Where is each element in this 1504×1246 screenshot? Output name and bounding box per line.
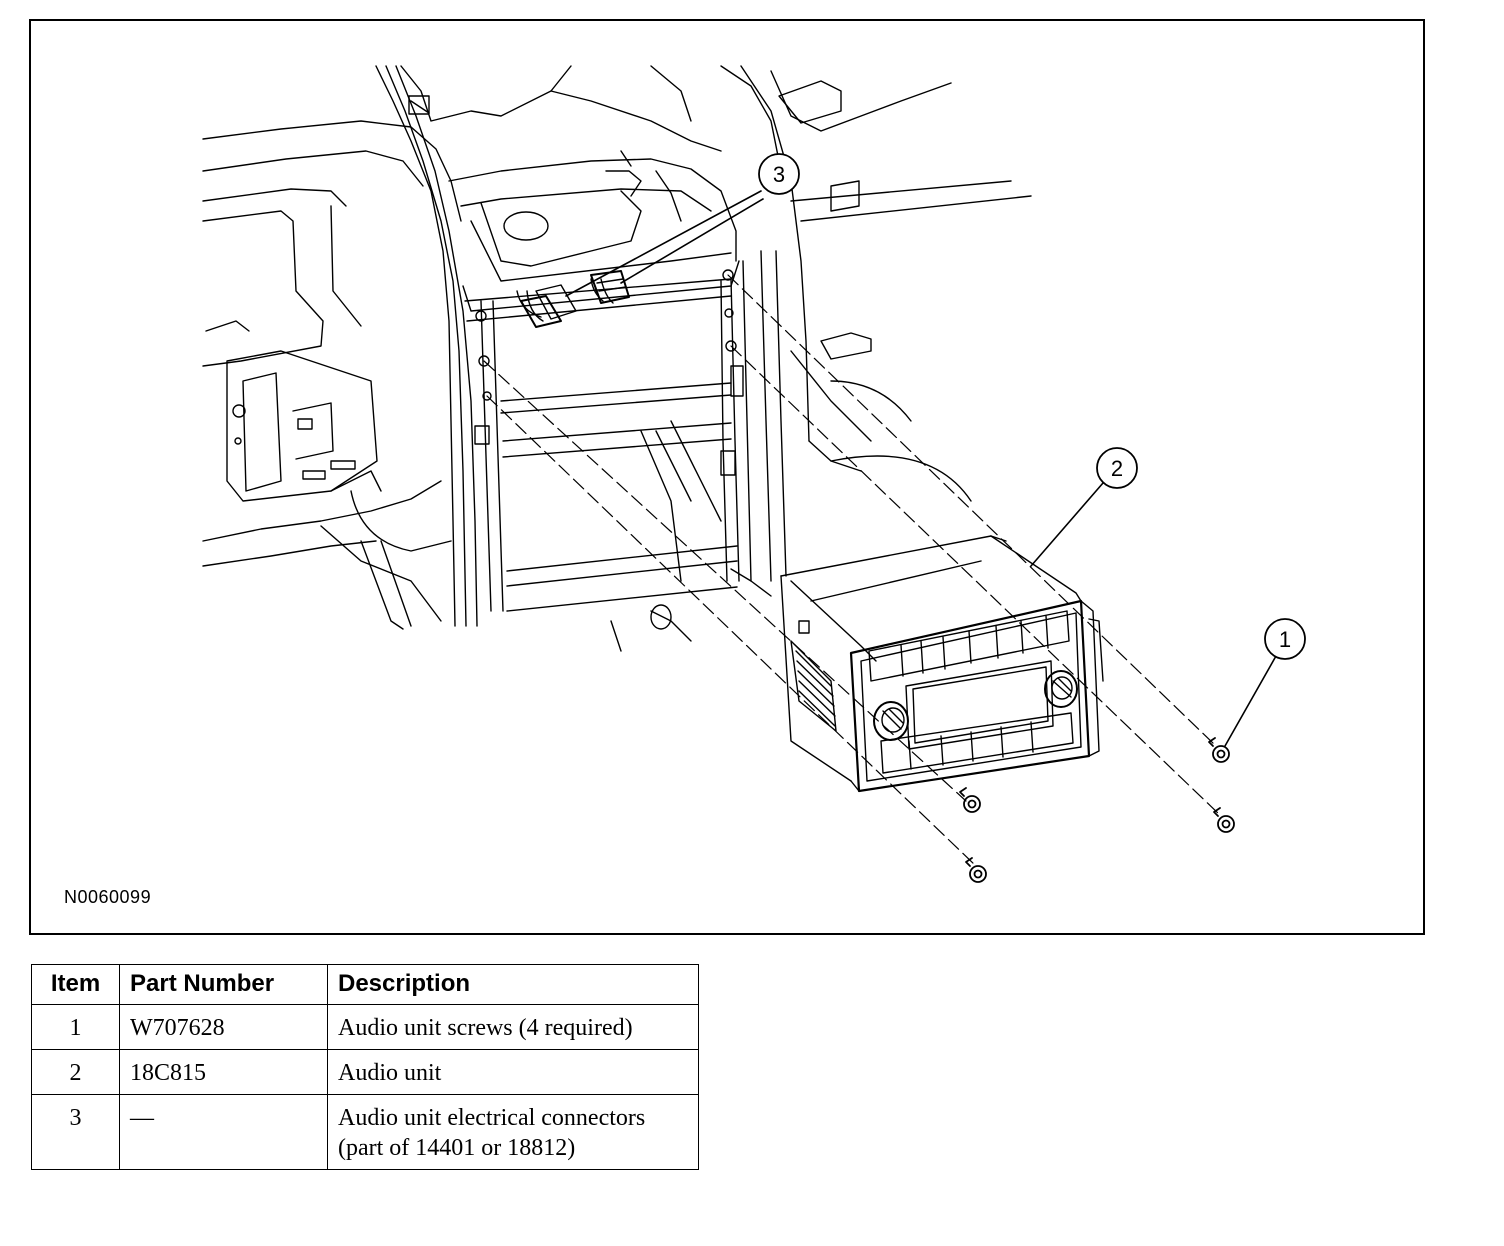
cell-description: Audio unit screws (4 required) bbox=[327, 1004, 699, 1050]
callout-2: 2 bbox=[1096, 447, 1138, 489]
table-row: 3 — Audio unit electrical connectors (pa… bbox=[31, 1094, 699, 1170]
cell-description: Audio unit bbox=[327, 1049, 699, 1095]
header-description: Description bbox=[327, 964, 699, 1005]
screws bbox=[959, 737, 1235, 883]
cell-description: Audio unit electrical connectors (part o… bbox=[327, 1094, 699, 1170]
exploded-view-drawing: 1 2 3 bbox=[202, 65, 1306, 883]
alignment-lines bbox=[483, 274, 1222, 867]
cell-part-number: 18C815 bbox=[119, 1049, 328, 1095]
callout-3-label: 3 bbox=[773, 162, 785, 187]
instrument-panel bbox=[202, 65, 1032, 652]
cell-item: 2 bbox=[31, 1049, 120, 1095]
screw-1 bbox=[1208, 737, 1230, 763]
callout-leaders bbox=[565, 190, 1277, 747]
callout-1-label: 1 bbox=[1279, 627, 1291, 652]
header-item: Item bbox=[31, 964, 120, 1005]
figure-frame: 1 2 3 N0060099 bbox=[29, 19, 1425, 935]
cell-part-number: — bbox=[119, 1094, 328, 1170]
screw-2 bbox=[1213, 807, 1235, 833]
header-part-number: Part Number bbox=[119, 964, 328, 1005]
table-header-row: Item Part Number Description bbox=[31, 964, 699, 1005]
screw-4 bbox=[965, 857, 987, 883]
audio-unit bbox=[780, 535, 1104, 793]
callout-1: 1 bbox=[1264, 618, 1306, 660]
figure-code: N0060099 bbox=[64, 887, 152, 907]
screw-3 bbox=[959, 787, 981, 813]
cell-item: 1 bbox=[31, 1004, 120, 1050]
callout-2-label: 2 bbox=[1111, 456, 1123, 481]
cell-item: 3 bbox=[31, 1094, 120, 1170]
callout-3: 3 bbox=[758, 153, 800, 195]
table-row: 1 W707628 Audio unit screws (4 required) bbox=[31, 1004, 699, 1050]
cell-part-number: W707628 bbox=[119, 1004, 328, 1050]
parts-table: Item Part Number Description 1 W707628 A… bbox=[31, 964, 699, 1170]
table-row: 2 18C815 Audio unit bbox=[31, 1049, 699, 1095]
